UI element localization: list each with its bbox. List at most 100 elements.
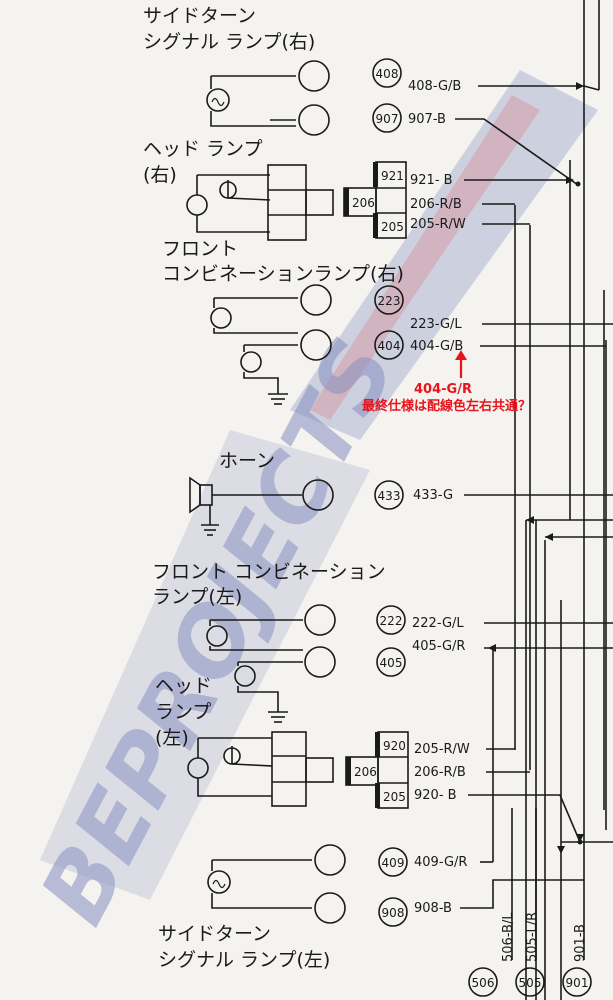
side-turn-signal-right: サイドターン シグナル ランプ(右) bbox=[143, 5, 330, 136]
svg-text:222: 222 bbox=[380, 614, 403, 628]
wire-223: 223-G/L bbox=[410, 317, 462, 332]
terminal-907 bbox=[298, 104, 330, 136]
watermark-accent-stripe bbox=[310, 95, 540, 420]
headlamp-left: ヘッド ランプ (左) 206 920 205 bbox=[155, 675, 409, 809]
label-side-turn-r-1: サイドターン bbox=[143, 5, 256, 27]
bulb-icon bbox=[206, 88, 230, 112]
wire-206-r: 206-R/B bbox=[410, 197, 462, 212]
svg-text:404: 404 bbox=[378, 339, 401, 353]
label-head-l-2: ランプ bbox=[155, 701, 211, 723]
headlamp-connector-l bbox=[271, 731, 307, 807]
terminal-222 bbox=[304, 604, 336, 636]
horn-icon bbox=[189, 476, 201, 514]
label-side-turn-l-1: サイドターン bbox=[158, 923, 271, 945]
wire-908: 908-B bbox=[414, 901, 452, 916]
red-annotation: 404-G/R 最終仕様は配線色左右共通？ bbox=[362, 350, 531, 414]
label-front-combo-l-2: ランプ(左) bbox=[152, 586, 242, 608]
headlamp-right: ヘッド ランプ (右) 206 921 205 bbox=[143, 138, 407, 241]
bulb-icon bbox=[234, 665, 256, 687]
label-head-r-1: ヘッド ランプ bbox=[143, 138, 262, 160]
filament-icon bbox=[211, 97, 225, 107]
bulb-icon bbox=[206, 625, 228, 647]
wires: 408-G/B 907-B 921- B 206-R/B 205-R/W 223… bbox=[408, 79, 613, 962]
svg-text:505: 505 bbox=[519, 976, 542, 990]
connector-plug-l bbox=[305, 757, 334, 783]
svg-text:908: 908 bbox=[382, 906, 405, 920]
label-head-l-3: (左) bbox=[155, 727, 189, 749]
wire-205-l: 205-R/W bbox=[414, 742, 470, 757]
terminal-408 bbox=[298, 60, 330, 92]
svg-text:433: 433 bbox=[378, 489, 401, 503]
wire-920: 920- B bbox=[414, 788, 457, 803]
side-turn-signal-left: サイドターン シグナル ランプ(左) bbox=[158, 844, 346, 971]
svg-text:223: 223 bbox=[378, 294, 401, 308]
wire-404: 404-G/B bbox=[410, 339, 463, 354]
block-921-205-r bbox=[375, 161, 407, 239]
watermark-stripe-upper bbox=[290, 70, 598, 440]
connector-907 bbox=[372, 103, 402, 133]
ground-icon bbox=[268, 393, 288, 405]
connector-405 bbox=[376, 647, 406, 677]
label-head-l-1: ヘッド bbox=[155, 675, 212, 697]
connector-506 bbox=[468, 967, 498, 997]
label-head-r-2: (右) bbox=[143, 164, 177, 186]
wire-505: 505-L/R bbox=[525, 912, 540, 962]
connector-901 bbox=[562, 967, 592, 997]
connector-433 bbox=[374, 480, 404, 510]
wire-901: 901-B bbox=[573, 924, 588, 962]
terminal-223 bbox=[300, 284, 332, 316]
terminal-433 bbox=[302, 479, 334, 511]
front-combo-lamp-left: フロント コンビネーション ランプ(左) bbox=[152, 561, 386, 723]
label-side-turn-l-2: シグナル ランプ(左) bbox=[158, 949, 330, 971]
block-205-r-label: 205 bbox=[381, 220, 404, 234]
horn: ホーン bbox=[189, 450, 334, 536]
block-206-r-label: 206 bbox=[352, 196, 375, 210]
wire-222: 222-G/L bbox=[412, 616, 464, 631]
connector-222 bbox=[376, 605, 406, 635]
connector-404 bbox=[374, 330, 404, 360]
block-206-l-label: 206 bbox=[354, 765, 377, 779]
up-arrow-icon bbox=[455, 350, 467, 360]
ground-icon bbox=[201, 524, 219, 536]
bulb-icon bbox=[240, 351, 262, 373]
filament-icon bbox=[212, 879, 226, 889]
connector-223 bbox=[374, 285, 404, 315]
annotation-text: 最終仕様は配線色左右共通？ bbox=[362, 398, 531, 414]
svg-text:506: 506 bbox=[472, 976, 495, 990]
label-front-combo-r-1: フロント bbox=[162, 238, 238, 260]
terminal-908-lamp bbox=[314, 892, 346, 924]
watermark-stripe-lower bbox=[40, 430, 370, 900]
bulb-icon bbox=[186, 194, 208, 216]
block-921-label: 921 bbox=[381, 169, 404, 183]
svg-text:408: 408 bbox=[376, 67, 399, 81]
label-horn: ホーン bbox=[219, 450, 275, 472]
wire-408: 408-G/B bbox=[408, 79, 461, 94]
terminal-405 bbox=[304, 646, 336, 678]
wire-907: 907-B bbox=[408, 112, 446, 127]
label-front-combo-l-1: フロント コンビネーション bbox=[152, 561, 386, 583]
wire-205-r: 205-R/W bbox=[410, 217, 466, 232]
svg-text:901: 901 bbox=[566, 976, 589, 990]
front-combo-lamp-right: フロント コンビネーションランプ(右) bbox=[162, 238, 404, 405]
wire-433: 433-G bbox=[413, 488, 453, 503]
connector-409 bbox=[378, 847, 408, 877]
ground-icon bbox=[268, 711, 288, 723]
block-920-205-l bbox=[377, 731, 409, 809]
annotation-value: 404-G/R bbox=[414, 382, 472, 397]
bulb-icon bbox=[207, 870, 231, 894]
wire-506: 506-B/L bbox=[501, 912, 516, 962]
label-front-combo-r-2: コンビネーションランプ(右) bbox=[162, 263, 404, 285]
wire-405: 405-G/R bbox=[412, 639, 465, 654]
label-side-turn-r-2: シグナル ランプ(右) bbox=[143, 31, 315, 53]
terminal-404 bbox=[300, 329, 332, 361]
block-205-l-label: 205 bbox=[383, 790, 406, 804]
headlamp-connector-r bbox=[267, 164, 307, 241]
wire-409: 409-G/R bbox=[414, 855, 467, 870]
watermark-text: BEPROJECTS bbox=[20, 322, 416, 940]
bulb-icon bbox=[210, 307, 232, 329]
svg-text:409: 409 bbox=[382, 856, 405, 870]
connector-plug-r bbox=[305, 189, 334, 216]
wire-921: 921- B bbox=[410, 173, 453, 188]
svg-text:405: 405 bbox=[380, 656, 403, 670]
